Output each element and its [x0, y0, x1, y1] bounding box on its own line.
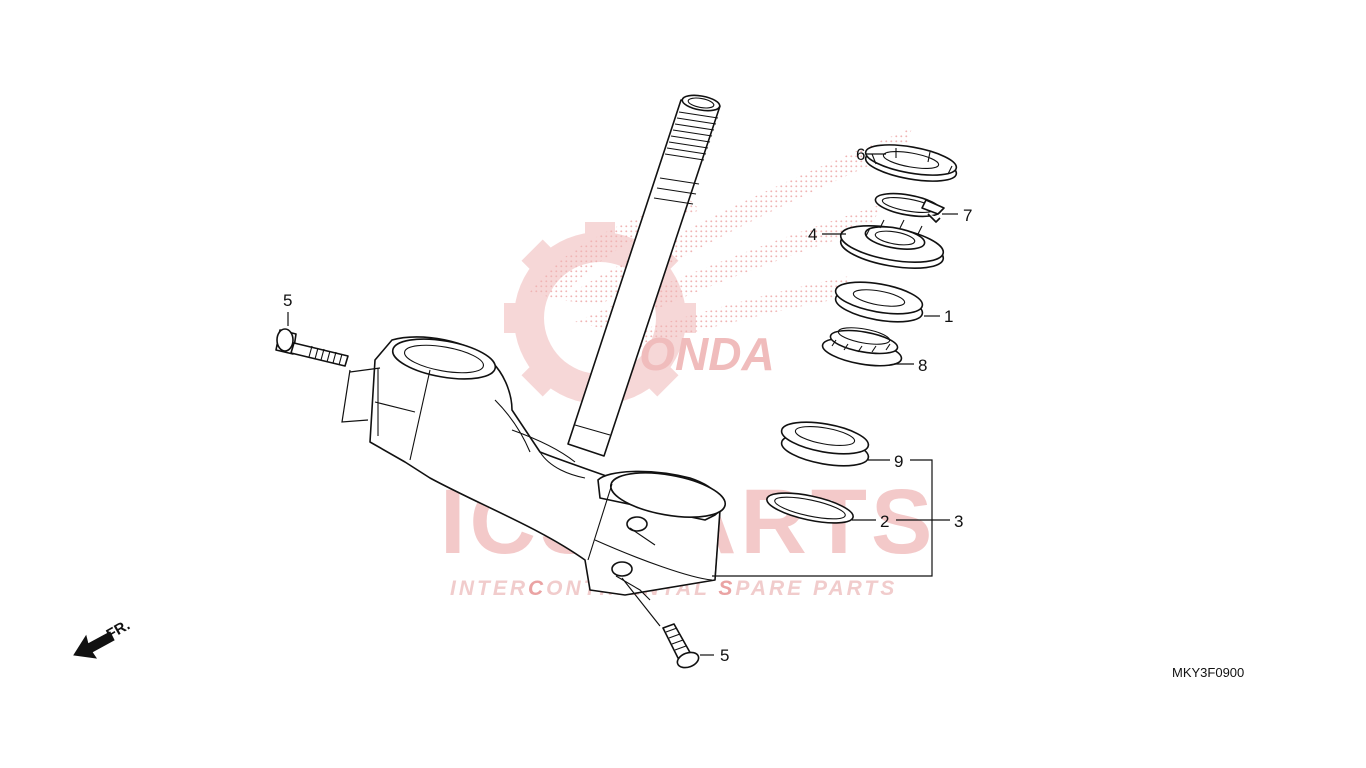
- callout-5-bottom: 5: [720, 646, 729, 665]
- callout-6: 6: [856, 145, 865, 164]
- part-8-bearing: [821, 327, 903, 367]
- callout-7: 7: [963, 206, 972, 225]
- steering-bottom-bridge: [369, 336, 727, 601]
- part-2-seal: [766, 492, 854, 524]
- part-7-lock-washer: [874, 192, 945, 223]
- callout-4: 4: [808, 225, 817, 244]
- callout-8: 8: [918, 356, 927, 375]
- part-6-lock-nut: [864, 144, 958, 182]
- part-1-dust-seal: [834, 281, 924, 323]
- front-direction-indicator: FR.: [73, 617, 133, 659]
- diagram-code: MKY3F0900: [1172, 665, 1244, 680]
- callout-9: 9: [894, 452, 903, 471]
- bolt-left: [275, 328, 349, 367]
- arrow-left-down-icon: [73, 631, 115, 659]
- part-4-adjusting-nut: [839, 219, 945, 269]
- part-9-lower-bearing: [780, 421, 870, 467]
- callout-5-left: 5: [283, 291, 292, 310]
- callout-2: 2: [880, 512, 889, 531]
- callout-1: 1: [944, 307, 953, 326]
- callout-3: 3: [954, 512, 963, 531]
- steering-stem-shaft: [567, 94, 721, 457]
- bolt-bottom: [662, 623, 700, 669]
